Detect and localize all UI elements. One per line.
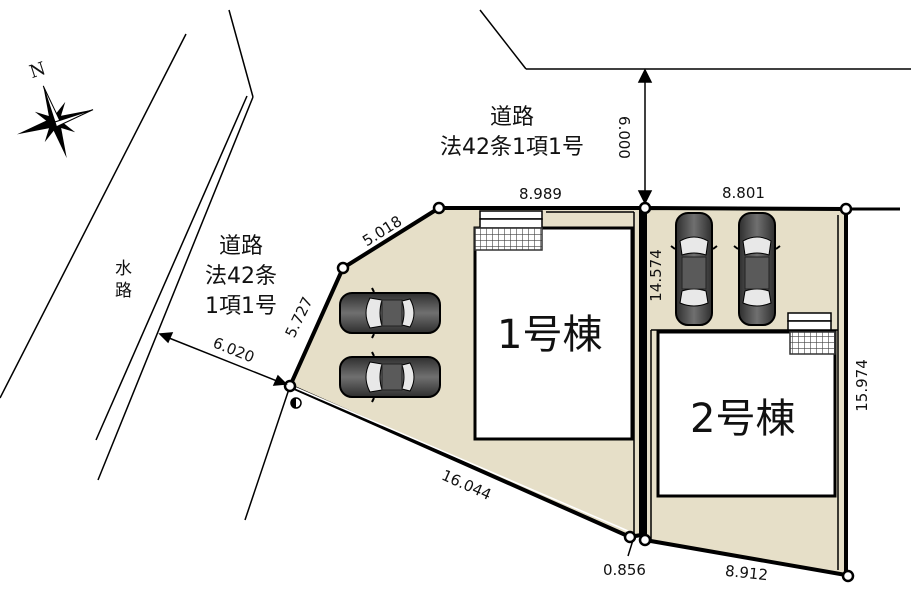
- west-road-name: 道路: [218, 234, 263, 259]
- dim-bottom-gap: 0.856: [603, 561, 646, 579]
- car-icon: [339, 287, 441, 339]
- entrance-porch-2: [787, 312, 836, 355]
- dimension-arrows: [158, 68, 653, 557]
- north-road-width: 6.000: [614, 116, 633, 159]
- dim-top-right: 8.801: [722, 184, 765, 202]
- boundary-markers: [283, 201, 855, 583]
- car-icon: [670, 212, 718, 326]
- north-road-name: 道路: [489, 105, 534, 130]
- car-icon: [339, 351, 441, 403]
- building-1-label: 1号棟: [497, 312, 603, 358]
- dim-driveway-depth: 14.574: [646, 249, 665, 302]
- north-road-label: 道路 法42条1項1号: [440, 103, 584, 163]
- building-2-label: 2号棟: [690, 396, 796, 442]
- dim-southeast: 8.912: [724, 561, 769, 585]
- compass-rose-icon: [16, 85, 94, 159]
- canal-label-1: 水: [115, 259, 132, 279]
- canal-label: 水 路: [115, 258, 132, 302]
- building-1: [473, 226, 634, 441]
- canal-label-2: 路: [115, 281, 132, 301]
- road-edge-lines: [0, 9, 911, 521]
- west-road-law: 法42条: [205, 264, 277, 289]
- north-road-law: 法42条1項1号: [440, 135, 584, 160]
- dim-east: 15.974: [852, 359, 871, 412]
- half-filled-marker-icon: [290, 397, 302, 409]
- car-icon: [733, 212, 781, 326]
- west-road-law-2: 1項1号: [205, 294, 277, 319]
- entrance-porch-1: [474, 210, 543, 251]
- west-road-label: 道路 法42条 1項1号: [205, 232, 277, 322]
- building-2: [656, 330, 837, 498]
- dim-top-left: 8.989: [519, 185, 562, 203]
